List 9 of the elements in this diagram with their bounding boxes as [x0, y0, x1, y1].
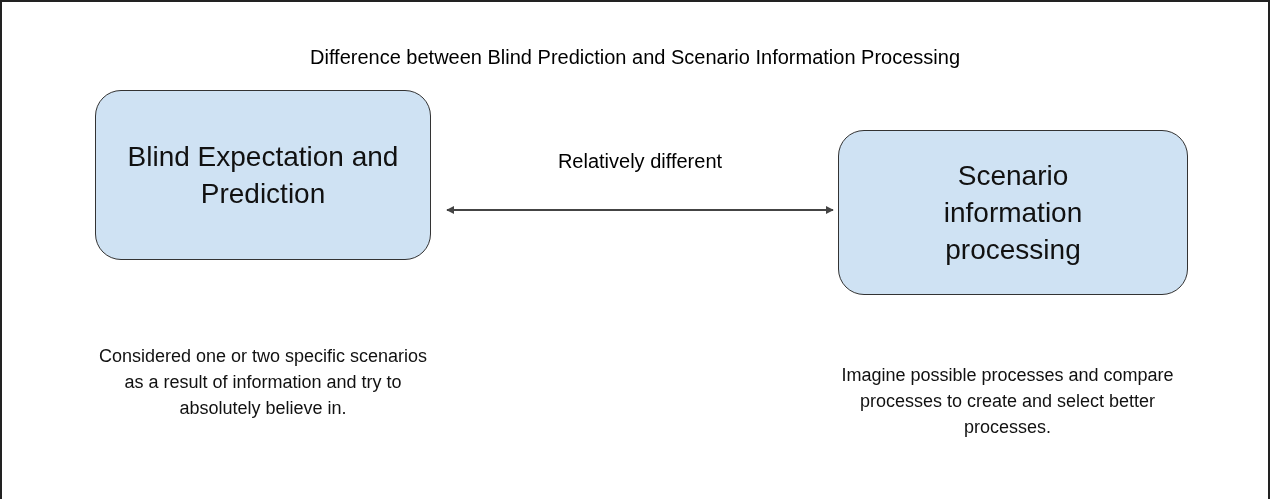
edge-label: Relatively different: [556, 150, 724, 173]
process-box: [838, 130, 1188, 295]
description-text: Considered one or two specific scenarios as a result of information and try to absolutely believe in.: [97, 345, 429, 420]
description-text: Imagine possible processes and compare processes to create and select better processes.: [840, 364, 1175, 439]
node-label: Blind Expectation and Prediction: [126, 140, 400, 211]
node-label: Scenario information processing: [942, 159, 1084, 267]
process-box: [95, 90, 431, 260]
diagram-title: Difference between Blind Prediction and Scenario Information Processing: [309, 46, 961, 69]
double-arrow: [446, 206, 834, 214]
